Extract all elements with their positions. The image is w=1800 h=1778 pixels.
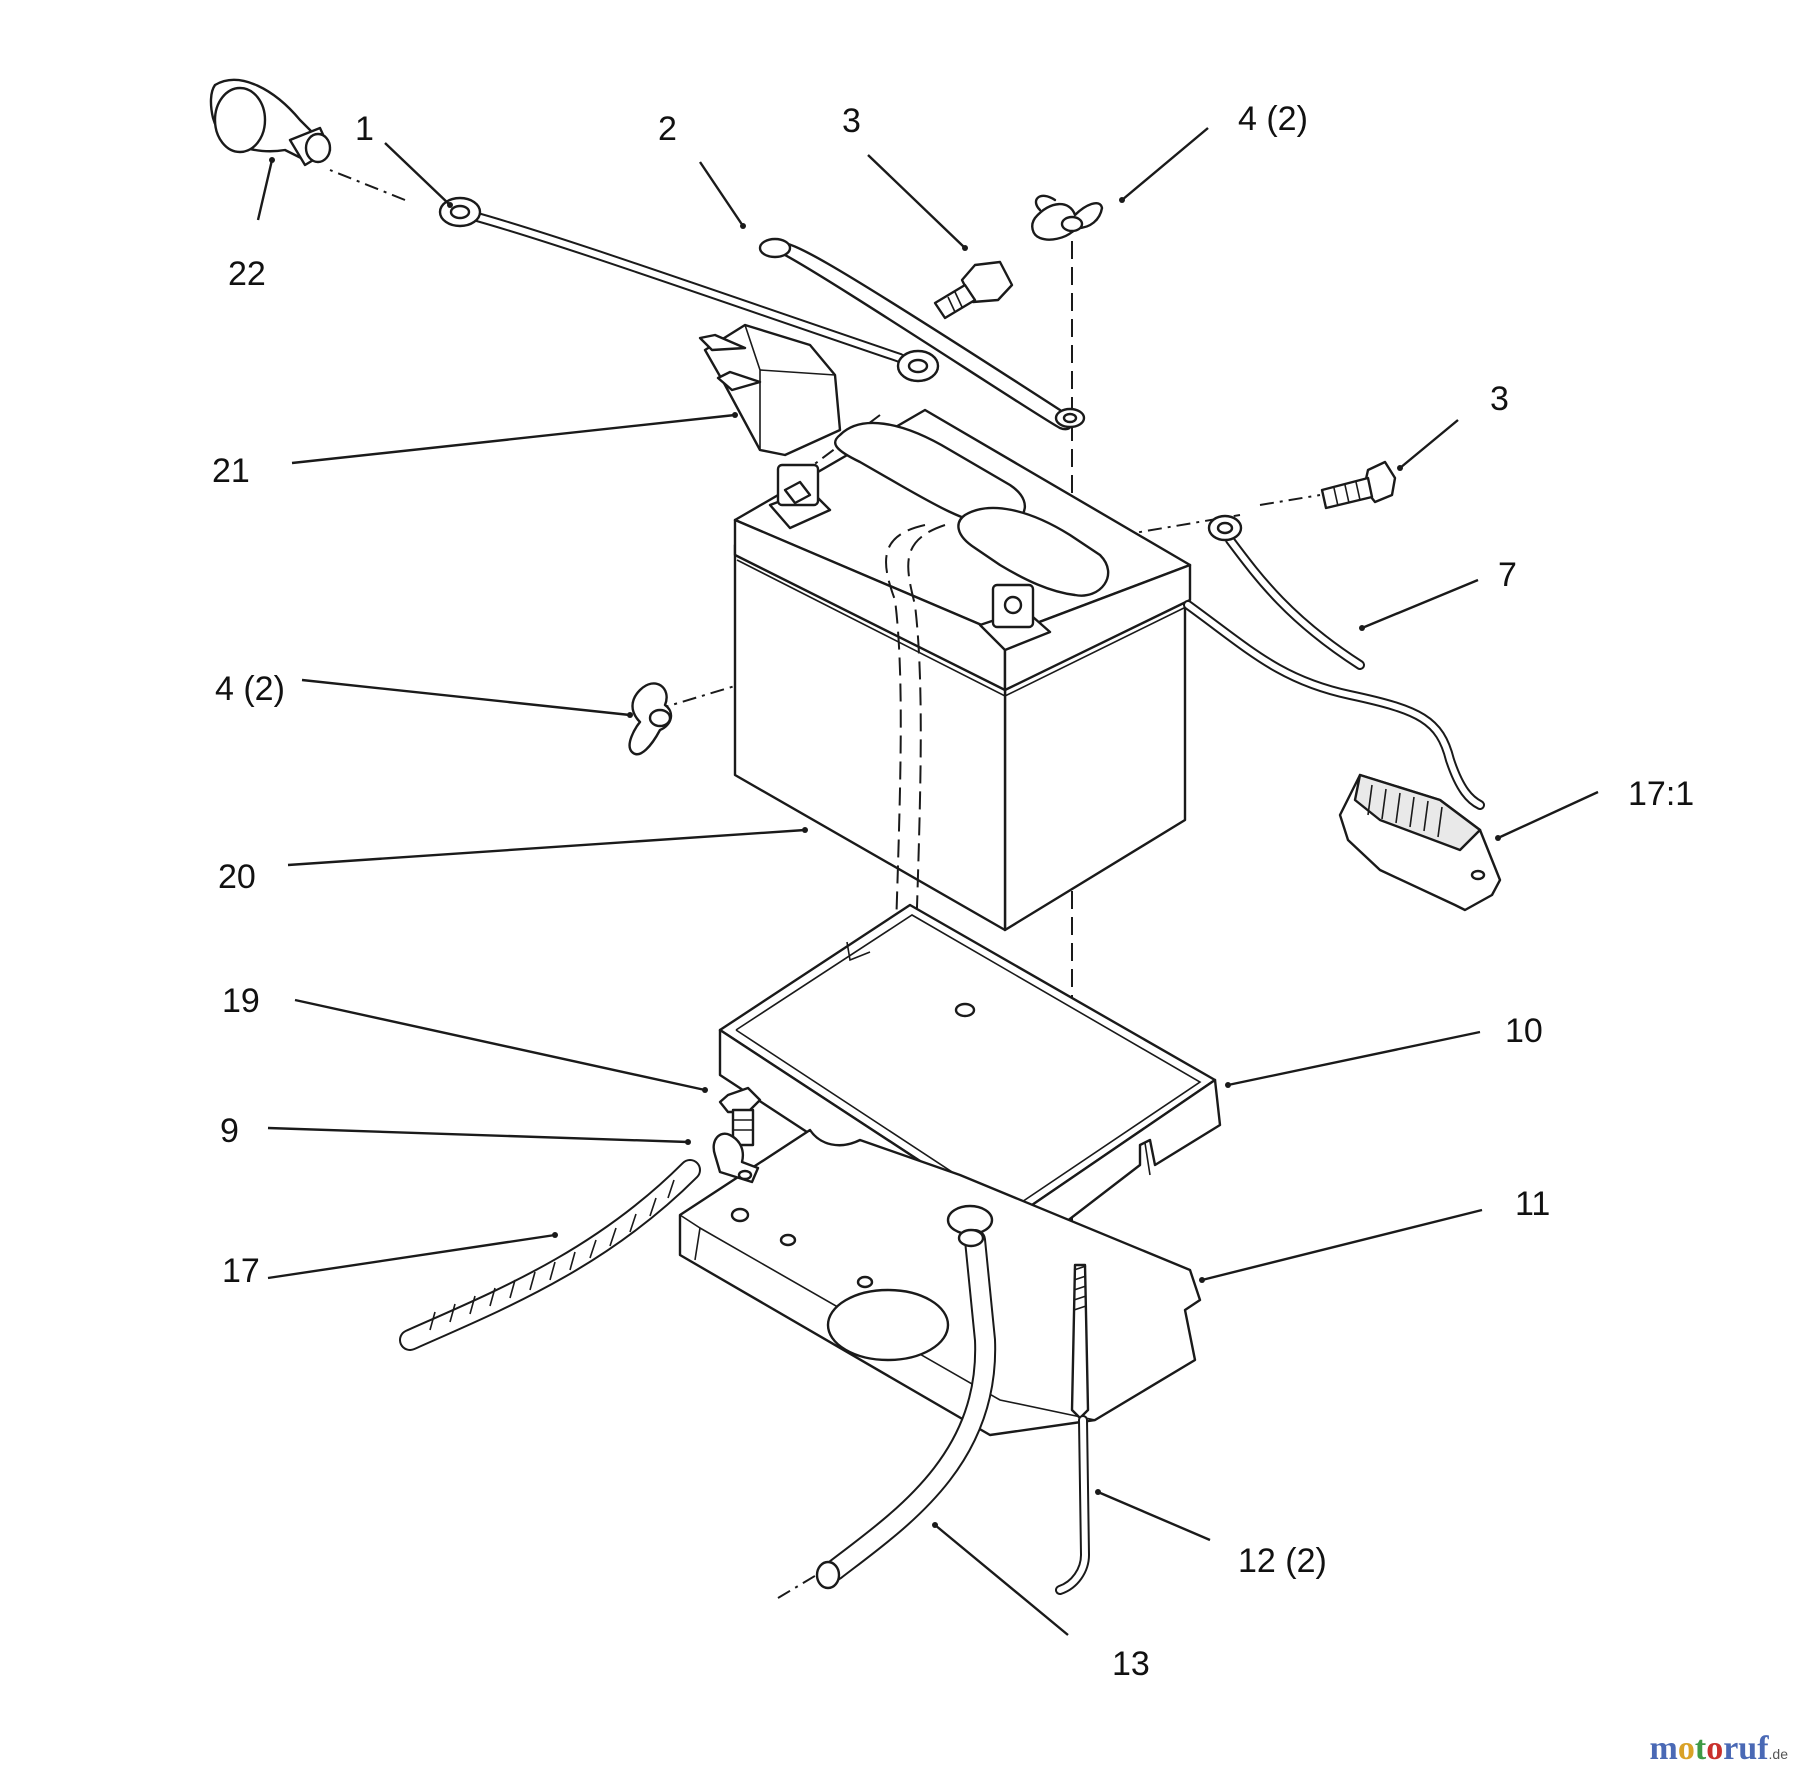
callout-3-upper: 3 bbox=[842, 102, 861, 140]
callout-4-lower: 4 (2) bbox=[215, 670, 285, 708]
leader-lines bbox=[256, 127, 1599, 1636]
callout-7: 7 bbox=[1498, 556, 1517, 594]
callout-3-right: 3 bbox=[1490, 380, 1509, 418]
hose-end-22 bbox=[209, 78, 332, 167]
battery bbox=[733, 408, 1192, 1131]
battery-terminal-left bbox=[768, 463, 832, 530]
callout-17: 17 bbox=[222, 1252, 260, 1290]
callout-4-upper: 4 (2) bbox=[1238, 100, 1308, 138]
cable-7 bbox=[1207, 514, 1365, 670]
watermark-letter: t bbox=[1694, 1730, 1707, 1767]
callout-10: 10 bbox=[1505, 1012, 1543, 1050]
callout-11: 11 bbox=[1515, 1185, 1550, 1223]
cable-1 bbox=[438, 196, 940, 383]
watermark-letters: ruf bbox=[1723, 1730, 1769, 1767]
callout-12: 12 (2) bbox=[1238, 1542, 1327, 1580]
wing-nut-4-upper bbox=[1031, 194, 1104, 241]
j-bolt-12 bbox=[1055, 1263, 1091, 1595]
callout-22: 22 bbox=[228, 255, 266, 293]
base-plate bbox=[678, 1128, 1202, 1437]
watermark-letter: m bbox=[1649, 1730, 1678, 1767]
watermark-letter: o bbox=[1677, 1730, 1695, 1767]
hose-13 bbox=[815, 1228, 997, 1590]
callout-1: 1 bbox=[355, 110, 374, 148]
callout-13: 13 bbox=[1112, 1645, 1150, 1683]
callout-labels: 1 2 3 4 (2) 22 21 3 7 4 (2) 17:1 20 19 1… bbox=[212, 100, 1694, 1683]
bolt-3-right bbox=[1320, 460, 1397, 510]
callout-20: 20 bbox=[218, 858, 256, 896]
watermark-letter: o bbox=[1706, 1730, 1724, 1767]
wing-nut-4-lower bbox=[628, 682, 673, 756]
clamp-9 bbox=[712, 1132, 760, 1184]
harness-connector-17-1 bbox=[1183, 600, 1502, 912]
battery-terminal-right bbox=[978, 583, 1052, 652]
strap-2 bbox=[758, 237, 1086, 431]
motoruf-watermark: motoruf.de bbox=[1650, 1730, 1788, 1768]
callout-2: 2 bbox=[658, 110, 677, 148]
watermark-tld: .de bbox=[1768, 1746, 1788, 1762]
callout-9: 9 bbox=[220, 1112, 239, 1150]
terminal-boot bbox=[698, 323, 842, 457]
bolt-19 bbox=[718, 1086, 762, 1147]
callout-21: 21 bbox=[212, 452, 250, 490]
callout-17-1: 17:1 bbox=[1628, 775, 1694, 813]
bolt-3-upper bbox=[933, 260, 1014, 320]
callout-19: 19 bbox=[222, 982, 260, 1020]
wire-harness-17 bbox=[399, 1159, 701, 1351]
